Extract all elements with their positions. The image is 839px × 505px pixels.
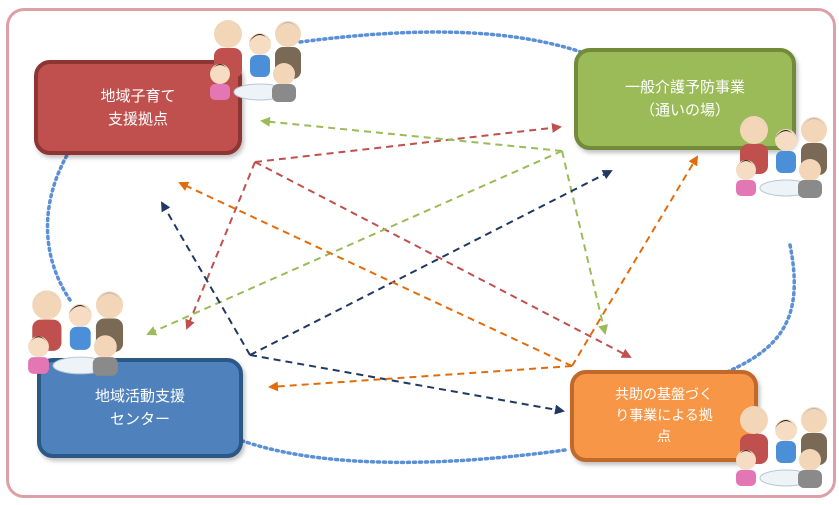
people-group-icon (736, 406, 827, 488)
node-kosodate-label: 地域子育て 支援拠点 (100, 86, 176, 128)
node-chiiki-katsudo-center: 地域活動支援 センター (37, 358, 243, 458)
arrow-navy-2 (249, 170, 613, 356)
arrow-navy-3 (249, 354, 565, 415)
node-kyojo-kiban-kyoten: 共助の基盤づく り事業による拠 点 (570, 370, 758, 462)
people-group-icon (210, 20, 301, 102)
arrow-navy-1 (160, 201, 251, 356)
node-kyojo-label: 共助の基盤づく り事業による拠 点 (615, 386, 713, 445)
cycle-ring (45, 30, 796, 465)
people-group-icon (28, 290, 124, 376)
arrow-orange-2 (571, 155, 699, 367)
people-group-icon (736, 116, 827, 198)
arrow-green-1 (260, 116, 563, 152)
arrow-green-3 (146, 150, 563, 336)
arrow-orange-3 (268, 365, 573, 392)
node-kosodate-shien-kyoten: 地域子育て 支援拠点 (34, 60, 242, 155)
arrow-red-1 (254, 122, 562, 163)
arrow-red-2 (254, 161, 632, 358)
node-katsudo-label: 地域活動支援 センター (94, 387, 185, 428)
arrow-red-3 (185, 161, 256, 330)
arrow-orange-1 (178, 181, 573, 367)
node-kaigo-label: 一般介護予防事業 （通いの場） (624, 78, 745, 119)
